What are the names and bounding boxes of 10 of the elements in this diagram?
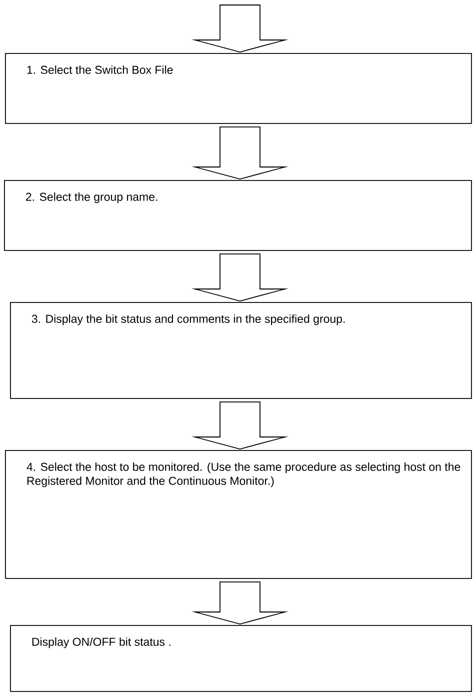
block-arrow (192, 401, 288, 450)
process-box: 3. Display the bit status and comments in the specified group. (10, 302, 472, 399)
block-arrow (192, 4, 288, 52)
block-arrow (192, 126, 288, 180)
process-box: 2. Select the group name. (4, 180, 472, 251)
process-box: 1. Select the Switch Box File (5, 53, 472, 124)
block-arrow (192, 253, 288, 302)
process-box: Display ON/OFF bit status . (10, 625, 472, 692)
block-arrow (192, 581, 288, 624)
process-box: 4. Select the host to be monitored. (Use the same procedure as selecting host on the Registered Monitor and the Continuous Monitor.) (5, 450, 472, 579)
